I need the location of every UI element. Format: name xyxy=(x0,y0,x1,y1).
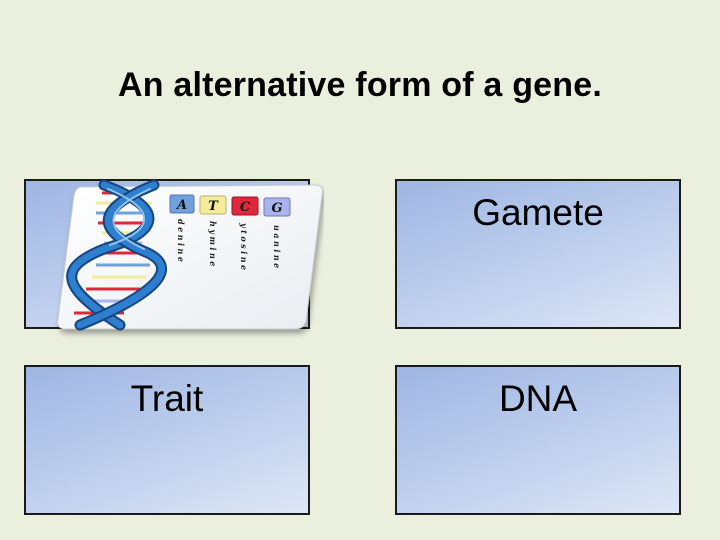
dna-card-background xyxy=(57,184,323,330)
base-word-adenine: denine xyxy=(176,219,186,264)
base-tile-c: C xyxy=(231,196,259,216)
slide-title: An alternative form of a gene. xyxy=(118,66,602,104)
answer-label-gamete: Gamete xyxy=(472,192,604,233)
base-tile-t: T xyxy=(199,195,227,215)
dna-helix-strands xyxy=(66,179,167,331)
base-letter-g: G xyxy=(271,201,282,216)
answer-box-dna[interactable]: DNA xyxy=(395,365,681,515)
base-letter-a: A xyxy=(175,198,187,213)
base-word-cytosine: ytosine xyxy=(239,222,249,273)
answer-label-trait: Trait xyxy=(130,378,204,419)
base-letter-t: T xyxy=(208,199,219,214)
answer-box-trait[interactable]: Trait xyxy=(24,365,310,515)
base-word-guanine: uanine xyxy=(272,225,282,271)
answer-label-dna: DNA xyxy=(498,378,578,419)
dna-illustration: A T C G denine hymine ytosine uanine xyxy=(24,179,323,331)
answer-box-dna-image[interactable]: A T C G denine hymine ytosine uanine xyxy=(24,179,323,331)
base-word-thymine: hymine xyxy=(208,221,218,269)
base-tile-g: G xyxy=(263,197,291,217)
answer-box-gamete[interactable]: Gamete xyxy=(395,179,681,329)
base-letter-c: C xyxy=(240,200,251,215)
base-tile-a: A xyxy=(169,194,195,214)
